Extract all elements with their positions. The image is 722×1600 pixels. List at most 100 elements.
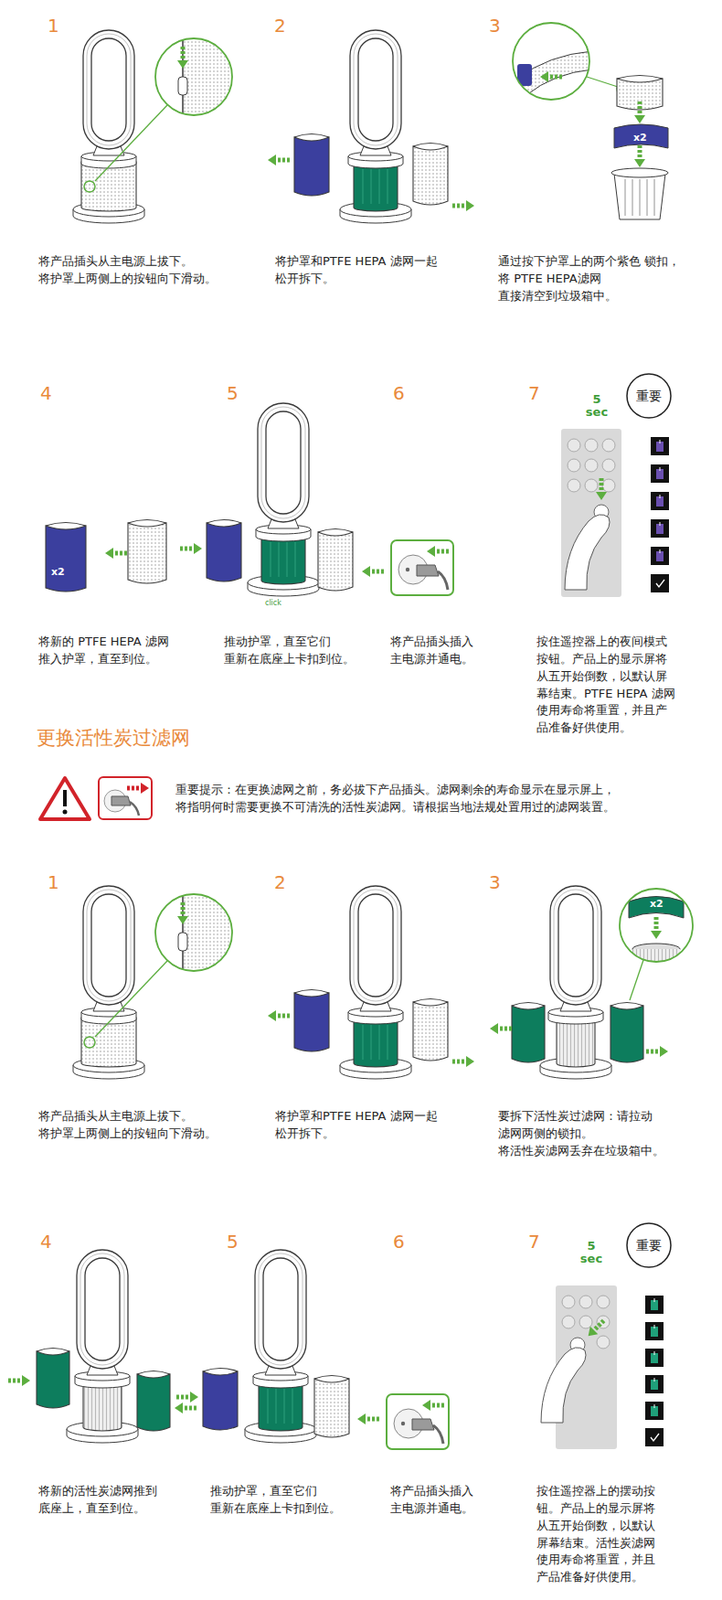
illustration-part [178,932,188,951]
illustration-part [540,71,549,83]
illustration-part [292,1388,294,1423]
illustration-part [177,36,238,119]
illustration-part [282,158,286,163]
illustration-part [584,438,598,452]
illustration-part [426,545,436,557]
step-caption: 将产品插头插入 主电源并通电。 [390,633,500,669]
hepa-cover [294,989,330,1052]
step-number: 4 [40,1231,53,1251]
illustration-part [185,1394,189,1400]
illustration-part [278,541,280,577]
warning-icon [40,777,90,819]
illustration-part [180,911,186,914]
illustration-part [562,1295,575,1308]
illustration-part [376,1416,380,1422]
illustration-part [180,55,186,59]
illustration-part [376,569,380,574]
illustration-part [387,169,389,204]
illustration-part [45,522,86,527]
carbon-filter [511,1002,545,1063]
illustration-part [511,1005,545,1062]
illustration-part [645,1427,664,1446]
illustration-part [381,569,384,574]
direction-arrow [267,154,290,166]
illustration-part [659,549,661,553]
carbon-filter [610,1002,644,1063]
step-caption: 将新的 PTFE HEPA 滤网 推入护罩，直至到位。 [38,633,213,669]
illustration-part [177,60,189,69]
illustration-part [650,464,669,483]
illustration-part [602,478,616,492]
illustration-part [294,134,330,139]
illustration-part [84,180,96,192]
illustration-part [599,487,605,490]
illustration-part [178,76,188,96]
illustration-part [586,76,618,87]
illustration-part [628,896,684,919]
illustration-part [115,551,118,556]
illustration-part [637,106,643,109]
illustration-part [76,1249,128,1369]
illustration-part [180,906,186,910]
illustration-part [610,1002,644,1007]
important-badge: 重要 [626,1221,672,1268]
direction-arrow [267,1009,290,1021]
illustration-part [176,1394,180,1400]
illustration-part [599,477,605,481]
illustration-part [654,1377,656,1381]
illustration-part [258,1252,303,1365]
illustration-part [294,989,330,994]
illustration-part [294,992,330,1052]
illustration-part [286,541,288,577]
illustration-part [650,436,669,456]
illustration-part [105,547,114,559]
unplug-icon [98,776,152,819]
illustration-part [17,1378,21,1383]
illustration-part [616,75,663,80]
hepa-cover [294,134,330,197]
illustration-part [83,30,135,149]
illustration-part [654,179,656,216]
illustration-part [180,546,183,552]
direction-arrow [650,916,662,939]
cover-clip [614,124,669,149]
illustration-part [504,1026,508,1031]
direction-arrow [8,1374,31,1386]
illustration-part [267,1009,277,1021]
illustration-part [140,782,149,794]
illustration-part [436,549,440,554]
illustration-part [659,1045,669,1057]
illustration-part [294,137,330,196]
illustration-part [456,1059,460,1064]
illustration-part [127,520,167,524]
tower-purifier [339,885,412,1079]
illustration-part [461,1059,465,1064]
illustration-part [655,1049,659,1054]
illustration-part [413,998,448,1003]
illustration-part [84,1036,96,1048]
direction-arrow [540,71,563,83]
hepa-filter [318,529,353,592]
illustration-part [616,78,663,110]
direction-arrow [176,1390,199,1402]
hepa-cover [45,522,86,593]
step-number: 3 [488,16,501,35]
tower-purifier [66,1249,139,1443]
illustration-part [184,1405,188,1411]
illustration-part [637,154,643,158]
illustration-part [594,1325,600,1331]
illustration-part [379,169,381,204]
illustration-part [645,1348,664,1367]
direction-arrow [177,902,189,924]
illustration-part [361,565,371,577]
illustration-part [509,1026,512,1031]
illustration-part [489,1022,499,1034]
illustration-part [353,161,398,212]
illustration-part [432,1402,436,1408]
illustration-part [137,1370,170,1375]
direction-arrow [105,547,128,559]
illustration-part [353,1017,398,1067]
illustration-part [36,1350,70,1408]
badge-text: 重要 [636,388,662,404]
illustration-part [362,1024,364,1060]
